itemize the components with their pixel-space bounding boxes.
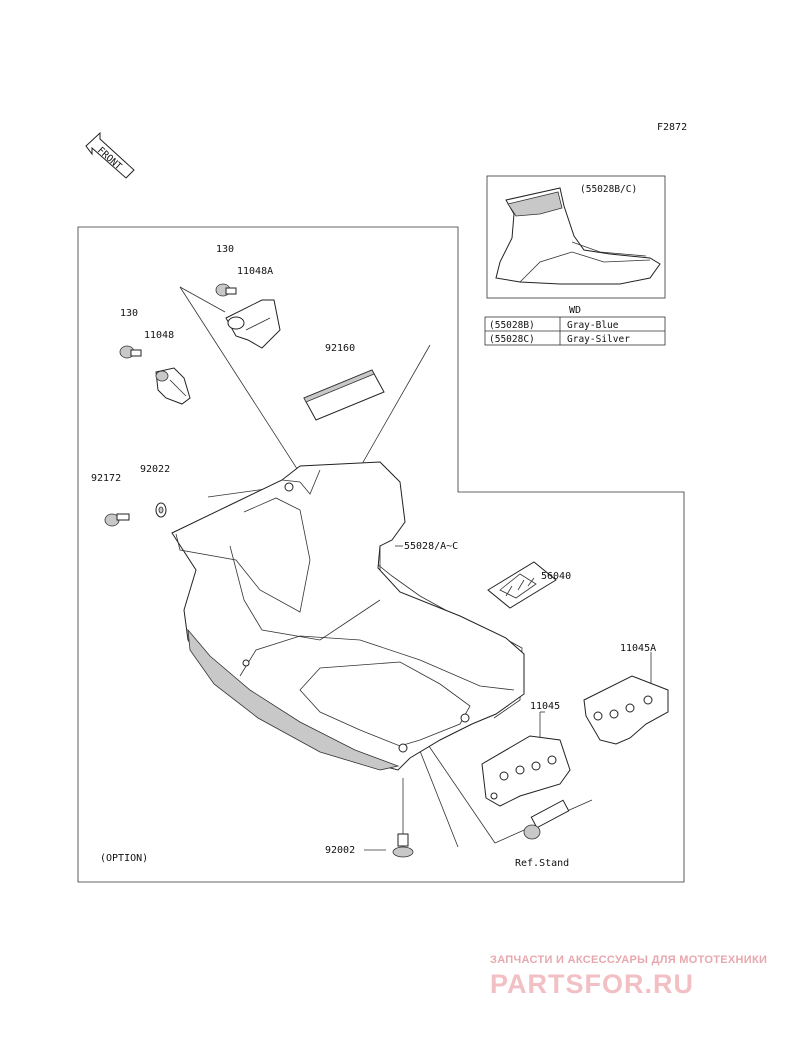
variant-table-header: WD: [569, 305, 581, 316]
bolt-130-b: [119, 345, 142, 359]
pad-92160: [303, 369, 385, 421]
screw-92002: [392, 833, 414, 858]
callout-55028: 55028/A~C: [404, 541, 458, 552]
callout-92002: 92002: [325, 845, 355, 856]
inset-label: (55028B/C): [580, 184, 637, 195]
callout-11048a: 11048A: [237, 266, 273, 277]
screw-92172: [104, 513, 130, 527]
callout-130-b: 130: [120, 308, 138, 319]
bracket-11045a: [583, 675, 669, 745]
diagram-frame: [77, 226, 685, 883]
label-56040: [487, 561, 557, 609]
callout-92172: 92172: [91, 473, 121, 484]
callout-ref-stand: Ref.Stand: [515, 858, 569, 869]
variant-row-code: (55028B): [489, 320, 535, 331]
callout-92022: 92022: [140, 464, 170, 475]
variant-table: WD (55028B) Gray-Blue (55028C) Gray-Silv…: [484, 305, 666, 346]
callout-11045: 11045: [530, 701, 560, 712]
callout-130-a: 130: [216, 244, 234, 255]
option-label: (OPTION): [100, 853, 148, 864]
variant-row-color: Gray-Silver: [567, 334, 630, 345]
bracket-11048: [155, 367, 191, 405]
front-arrow-icon: FRONT: [85, 131, 135, 179]
watermark-tagline: ЗАПЧАСТИ И АКСЕССУАРЫ ДЛЯ МОТОТЕХНИКИ: [490, 954, 767, 966]
bolt-130-a: [215, 283, 237, 297]
variant-row-code: (55028C): [489, 334, 535, 345]
callout-56040: 56040: [541, 571, 571, 582]
inset-panel: (55028B/C): [486, 175, 666, 299]
washer-92022: [155, 502, 167, 518]
bracket-11048a: [225, 299, 281, 349]
figure-code: F2872: [657, 122, 687, 133]
bracket-11045: [481, 735, 571, 807]
stand-bolt: [523, 799, 570, 840]
callout-11048: 11048: [144, 330, 174, 341]
watermark: ЗАПЧАСТИ И АКСЕССУАРЫ ДЛЯ МОТОТЕХНИКИ PA…: [490, 954, 767, 999]
callout-92160: 92160: [325, 343, 355, 354]
under-cowl: [171, 461, 525, 771]
variant-row-color: Gray-Blue: [567, 320, 619, 331]
callout-11045a: 11045A: [620, 643, 656, 654]
inset-cowl-illustration: [495, 187, 661, 285]
watermark-brand: PARTSFOR.RU: [490, 969, 694, 999]
